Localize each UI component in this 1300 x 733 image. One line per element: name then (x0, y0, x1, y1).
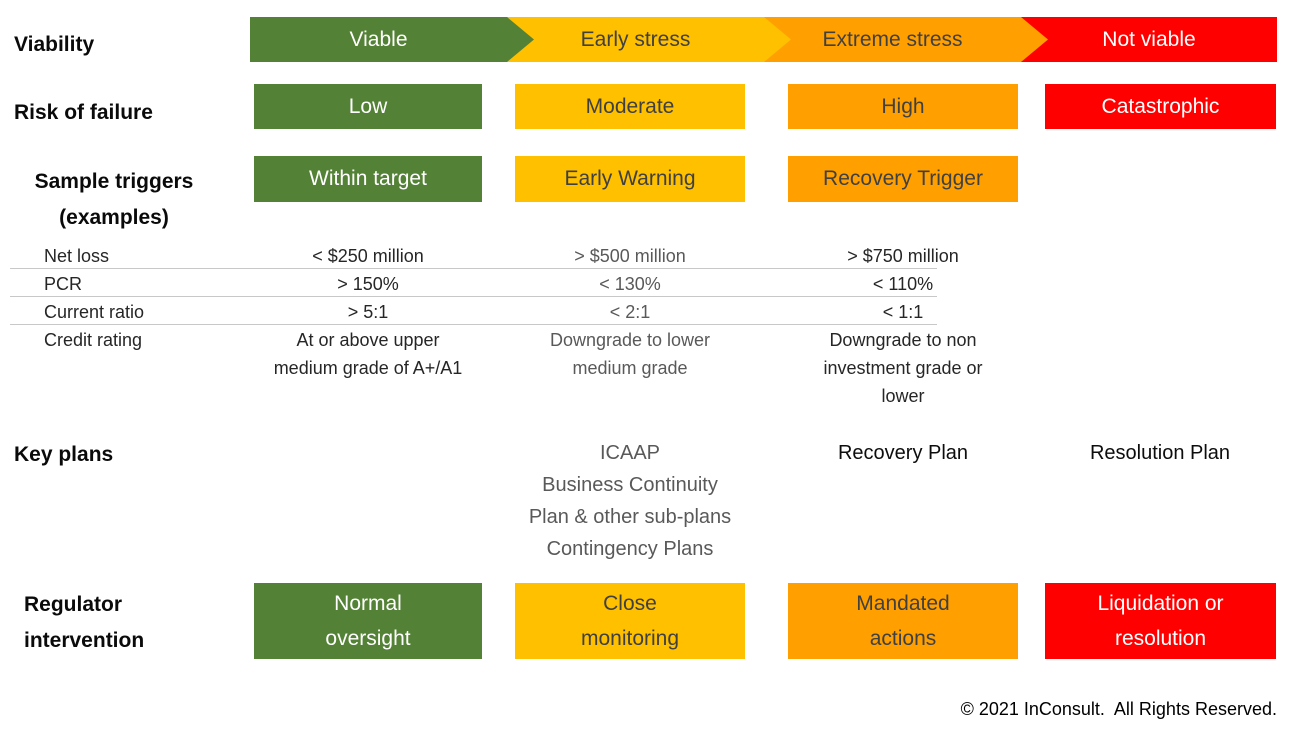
trigger-box-within-target: Within target (254, 156, 482, 202)
metric-label-net-loss: Net loss (44, 246, 110, 266)
key-plans-early-stress: ICAAP Business Continuity Plan & other s… (528, 442, 732, 560)
metric-value: < 1:1 (882, 302, 924, 322)
risk-box-moderate: Moderate (515, 84, 745, 129)
key-plans-recovery-plan: Recovery Plan (837, 442, 969, 464)
chevron-viable-label: Viable (349, 27, 408, 51)
metric-value: At or above upper medium grade of A+/A1 (273, 330, 463, 378)
risk-box-low: Low (254, 84, 482, 129)
metric-value: Downgrade to lower medium grade (549, 330, 711, 378)
metric-value: > 150% (337, 274, 399, 294)
metric-value: Downgrade to non investment grade or low… (823, 330, 983, 406)
metric-value: > 5:1 (347, 302, 389, 322)
risk-row-label: Risk of failure (14, 101, 153, 124)
viability-row-label: Viability (14, 33, 95, 56)
metric-value: > $500 million (574, 246, 686, 266)
regulator-box-liquidation-resolution: Liquidation or resolution (1045, 583, 1276, 659)
metric-label-current-ratio: Current ratio (44, 302, 145, 322)
risk-box-high: High (788, 84, 1018, 129)
chevron-not-viable-label: Not viable (1102, 27, 1196, 51)
chevron-viable: Viable (250, 17, 507, 62)
chevron-early-stress: Early stress (507, 17, 764, 62)
chevron-extreme-stress: Extreme stress (764, 17, 1021, 62)
triggers-row-label: Sample triggers (examples) (34, 170, 194, 229)
metric-label-pcr: PCR (44, 274, 83, 294)
metric-value: < 130% (599, 274, 661, 294)
risk-box-catastrophic: Catastrophic (1045, 84, 1276, 129)
key-plans-resolution-plan: Resolution Plan (1089, 442, 1231, 464)
regulator-box-normal-oversight: Normal oversight (254, 583, 482, 659)
regulator-box-mandated-actions: Mandated actions (788, 583, 1018, 659)
table-separator (10, 324, 937, 325)
chevron-extreme-stress-label: Extreme stress (822, 27, 963, 51)
trigger-box-recovery-trigger: Recovery Trigger (788, 156, 1018, 202)
copyright-notice: © 2021 InConsult. All Rights Reserved. (960, 699, 1277, 719)
chevron-early-stress-label: Early stress (580, 27, 691, 51)
chevron-not-viable: Not viable (1021, 17, 1277, 62)
metric-value: < 2:1 (609, 302, 651, 322)
table-separator (10, 268, 937, 269)
metric-value: > $750 million (847, 246, 959, 266)
metric-value: < $250 million (312, 246, 424, 266)
metric-value: < 110% (872, 274, 934, 294)
table-separator (10, 296, 937, 297)
key-plans-row-label: Key plans (14, 443, 114, 466)
metric-label-credit-rating: Credit rating (44, 330, 143, 350)
trigger-box-early-warning: Early Warning (515, 156, 745, 202)
regulator-box-close-monitoring: Close monitoring (515, 583, 745, 659)
regulator-row-label: Regulator intervention (24, 593, 145, 652)
